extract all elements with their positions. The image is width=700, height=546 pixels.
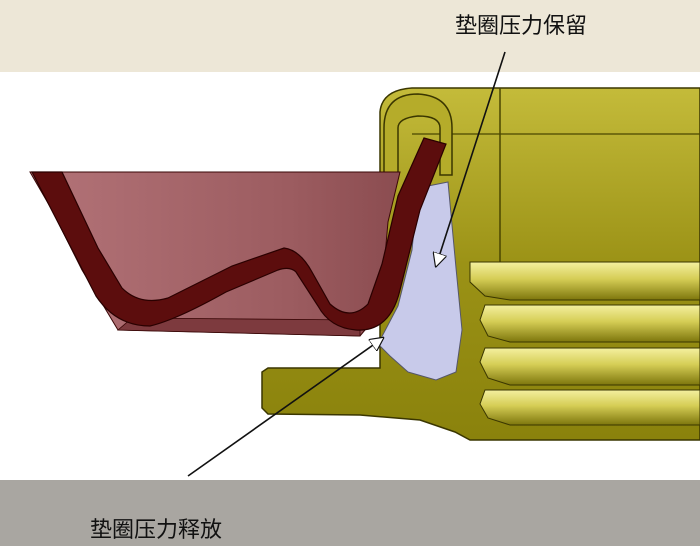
arrow-release — [187, 338, 383, 477]
cap-bead — [383, 93, 453, 176]
arrow-retain — [436, 51, 506, 266]
liner-pad — [377, 181, 463, 381]
top-band — [0, 0, 700, 72]
label-pressure-retained: 垫圈压力保留 — [455, 14, 588, 39]
bottom-band — [0, 480, 700, 546]
gasket-seal — [29, 137, 447, 337]
cap-threads — [469, 261, 700, 426]
label-pressure-released: 垫圈压力释放 — [90, 518, 223, 543]
